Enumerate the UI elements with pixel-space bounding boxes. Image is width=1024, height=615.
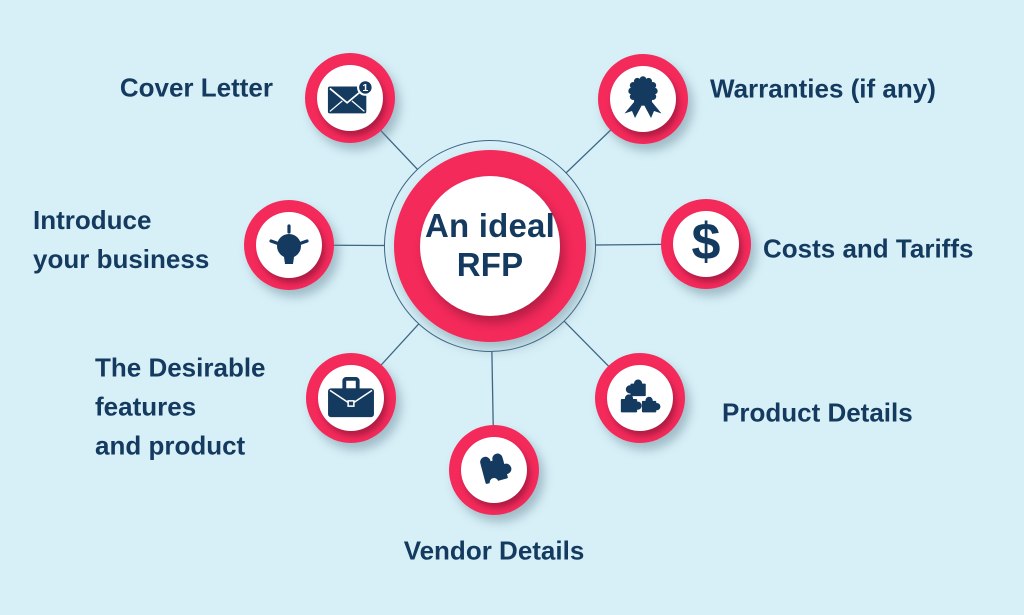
lightbulb-icon (269, 224, 309, 264)
label-warranties: Warranties (if any) (710, 73, 936, 104)
award-ribbon-icon (624, 76, 662, 118)
briefcase-icon (328, 376, 374, 418)
center-title: An ideal RFP (425, 207, 555, 283)
node-costs-tariffs: $ (661, 199, 751, 289)
center-node: An ideal RFP (420, 176, 560, 316)
envelope-icon: 1 (327, 79, 374, 114)
label-introduce-business: Introduce your business (33, 205, 210, 274)
label-product-details: Product Details (722, 397, 913, 428)
node-cover-letter-inner: 1 (317, 65, 383, 131)
node-product-details-inner (607, 365, 673, 431)
node-warranties-inner (610, 66, 676, 132)
node-cover-letter: 1 (305, 53, 395, 143)
node-vendor-details-inner (461, 437, 527, 503)
node-introduce-business-inner (256, 212, 322, 278)
envelope-badge-count: 1 (362, 82, 368, 94)
puzzle-pieces-icon (620, 379, 661, 413)
label-desirable-features: The Desirable features and product (95, 352, 266, 461)
node-warranties (598, 54, 688, 144)
label-costs-tariffs: Costs and Tariffs (763, 233, 974, 264)
label-vendor-details: Vendor Details (403, 535, 585, 566)
node-desirable-features-inner (318, 365, 384, 431)
center-node-ring: An ideal RFP (394, 150, 586, 342)
node-desirable-features (306, 353, 396, 443)
puzzle-piece-icon (480, 453, 512, 487)
center-node-outline: An ideal RFP (384, 140, 596, 352)
node-costs-tariffs-inner: $ (673, 211, 739, 277)
node-vendor-details (449, 425, 539, 515)
node-introduce-business (244, 200, 334, 290)
label-cover-letter: Cover Letter (119, 72, 273, 103)
dollar-icon: $ (691, 213, 721, 271)
node-product-details (595, 353, 685, 443)
